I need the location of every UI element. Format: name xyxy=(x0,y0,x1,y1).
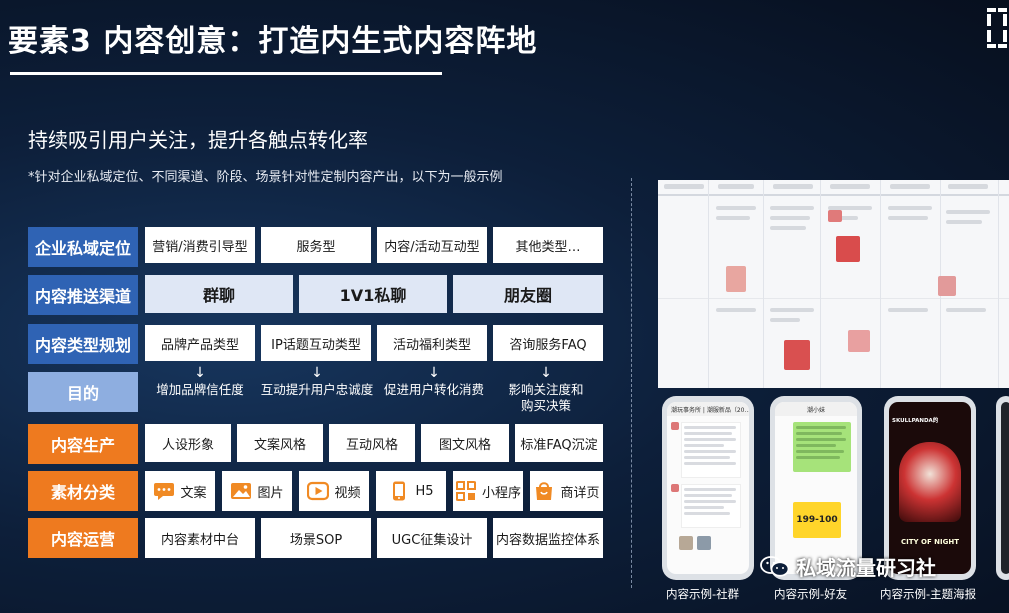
phone-example-poster: SKULLPANDA的 CITY OF NIGHT xyxy=(884,396,976,580)
row-label-production: 内容生产 xyxy=(28,424,138,464)
purpose-item: ↓促进用户转化消费 xyxy=(374,364,494,398)
image-icon xyxy=(231,483,252,499)
production-item: 互动风格 xyxy=(329,424,415,462)
example-caption: 内容示例-好友 xyxy=(774,587,848,601)
content-type-item: 活动福利类型 xyxy=(377,325,487,361)
shopping-bag-icon xyxy=(536,482,553,500)
phone-example-group: 潮玩事务所 | 潮服新品（20... xyxy=(662,396,754,580)
content-type-item: 咨询服务FAQ xyxy=(493,325,603,361)
material-text: 文案 xyxy=(145,471,215,511)
material-product-page: 商详页 xyxy=(530,471,603,511)
content-type-item: 品牌产品类型 xyxy=(145,325,255,361)
video-icon xyxy=(307,481,330,501)
title-underline xyxy=(10,72,442,75)
material-mini-program: 小程序 xyxy=(453,471,523,511)
chat-title: 潮小妹 xyxy=(775,402,857,416)
material-video: 视频 xyxy=(299,471,369,511)
coupon-card: 199-100 xyxy=(793,502,841,538)
mini-program-icon xyxy=(455,481,476,501)
content-type-item: IP话题互动类型 xyxy=(261,325,371,361)
positioning-item: 营销/消费引导型 xyxy=(145,227,255,263)
poster-tagline: CITY OF NIGHT xyxy=(900,538,960,546)
positioning-item: 内容/活动互动型 xyxy=(377,227,487,263)
positioning-item: 其他类型… xyxy=(493,227,603,263)
phone-example-friend: 潮小妹 199-100 xyxy=(770,396,862,580)
operations-item: 内容素材中台 xyxy=(145,518,255,558)
row-label-content-types: 内容类型规划 xyxy=(28,324,138,364)
purpose-item: ↓互动提升用户忠诚度 xyxy=(255,364,379,398)
production-item: 标准FAQ沉淀 xyxy=(515,424,603,462)
example-caption: 内容示例-社群 xyxy=(666,587,740,601)
down-arrow-icon: ↓ xyxy=(194,365,206,381)
wechat-icon xyxy=(760,555,790,577)
down-arrow-icon: ↓ xyxy=(311,365,323,381)
poster-headline: SKULLPANDA的 xyxy=(892,418,939,424)
section-note: *针对企业私域定位、不同渠道、阶段、场景针对性定制内容产出，以下为一般示例 xyxy=(28,170,503,185)
operations-item: UGC征集设计 xyxy=(377,518,487,558)
row-label-positioning: 企业私域定位 xyxy=(28,227,138,267)
operations-item: 内容数据监控体系 xyxy=(493,518,603,558)
chat-icon xyxy=(154,483,175,500)
watermark: 私域流量研习社 xyxy=(760,552,936,581)
h5-phone-icon xyxy=(393,481,406,501)
positioning-item: 服务型 xyxy=(261,227,371,263)
chat-title: 潮玩事务所 | 潮服新品（20... xyxy=(667,402,749,416)
channel-private-chat: 1V1私聊 xyxy=(299,275,447,313)
material-image: 图片 xyxy=(222,471,292,511)
channel-group-chat: 群聊 xyxy=(145,275,293,313)
row-label-operations: 内容运营 xyxy=(28,518,138,558)
phone-example-partial xyxy=(996,396,1009,580)
production-item: 人设形象 xyxy=(145,424,231,462)
row-label-materials: 素材分类 xyxy=(28,471,138,511)
row-label-purpose: 目的 xyxy=(28,372,138,412)
production-item: 文案风格 xyxy=(237,424,323,462)
operations-item: 场景SOP xyxy=(261,518,371,558)
corner-logo-icon xyxy=(987,8,1007,48)
purpose-item: ↓影响关注度和购买决策 xyxy=(506,364,586,414)
channel-moments: 朋友圈 xyxy=(453,275,603,313)
example-caption: 内容示例-主题海报 xyxy=(880,587,977,601)
page-title: 要素3 内容创意：打造内生式内容阵地 xyxy=(8,24,538,59)
purpose-item: ↓增加品牌信任度 xyxy=(142,364,258,398)
section-divider xyxy=(631,178,632,588)
row-label-channels: 内容推送渠道 xyxy=(28,275,138,315)
down-arrow-icon: ↓ xyxy=(428,365,440,381)
material-h5: H5 xyxy=(376,471,446,511)
production-item: 图文风格 xyxy=(421,424,509,462)
down-arrow-icon: ↓ xyxy=(540,365,552,381)
content-calendar-screenshot xyxy=(658,180,1009,388)
section-subtitle: 持续吸引用户关注，提升各触点转化率 xyxy=(28,128,368,152)
